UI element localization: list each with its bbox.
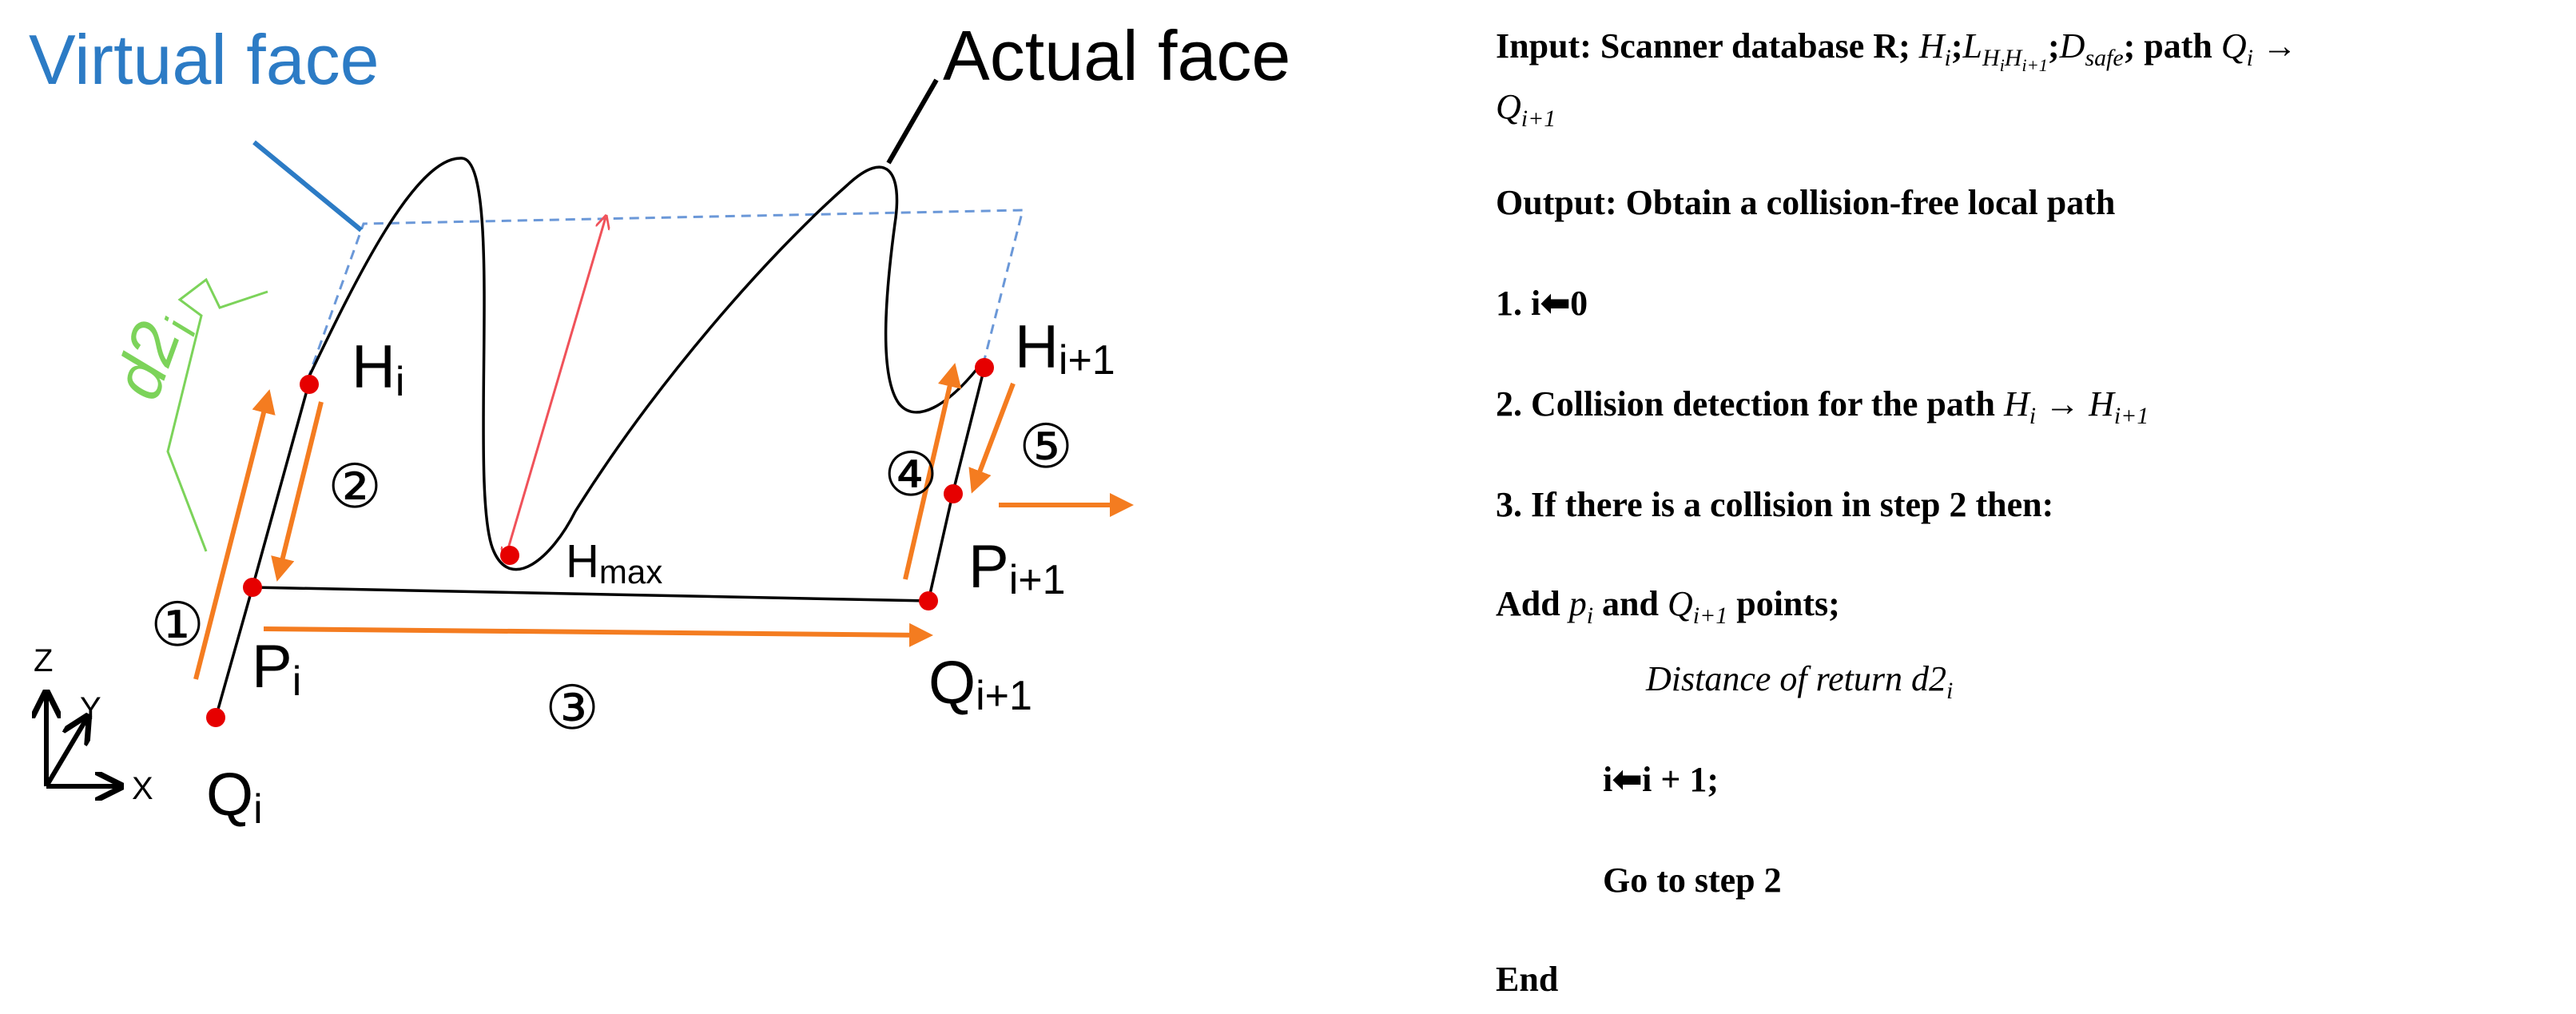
point-Q-i — [206, 708, 225, 727]
axis-y-label: Y — [80, 691, 101, 726]
algo-step3: 3. If there is a collision in step 2 the… — [1496, 485, 2054, 524]
d2i-brace — [166, 277, 268, 552]
H-max-label: Hmax — [566, 535, 662, 591]
algo-step1: 1. i⬅0 — [1496, 284, 1588, 323]
step2-marker: ② — [328, 451, 382, 522]
left-lower-line — [214, 587, 254, 718]
left-vertical-line — [251, 381, 311, 588]
H-i1-label: Hi+1 — [1015, 313, 1115, 384]
P-i-label: Pi — [252, 633, 301, 705]
algo-output: Output: Obtain a collision-free local pa… — [1496, 183, 2116, 222]
right-lower-line — [927, 491, 955, 602]
point-P-i1 — [944, 484, 963, 503]
axis-z-label: Z — [34, 643, 53, 678]
virtual-face-label: Virtual face — [29, 20, 380, 99]
arrow-step2 — [271, 401, 324, 582]
algo-step2: 2. Collision detection for the path Hi →… — [1496, 384, 2149, 429]
algo-input-cont: Qi+1 — [1496, 87, 1556, 132]
algo-distance: Distance of return d2i — [1646, 659, 1954, 704]
step1-marker: ① — [150, 589, 205, 660]
axis-x-label: X — [132, 771, 153, 806]
algo-goto: Go to step 2 — [1603, 861, 1782, 900]
algorithm-panel: Input: Scanner database R; Hi;LHiHi+1;Ds… — [1496, 19, 2566, 1002]
virtual-face-pointer — [252, 140, 363, 233]
right-vertical-line — [952, 367, 986, 492]
path-diagram: Virtual face Actual face d2i Hi Pi Qi Hm… — [29, 16, 1290, 833]
step5-marker: ⑤ — [1019, 411, 1073, 482]
virtual-face-plane — [306, 209, 1024, 380]
point-Q-i1 — [919, 591, 938, 610]
P-i1-label: Pi+1 — [968, 533, 1066, 603]
algo-add-points: Add pi and Qi+1 points; — [1496, 584, 1840, 629]
arrow-step1 — [193, 389, 276, 680]
Q-i-label: Qi — [206, 761, 263, 833]
Q-i1-label: Qi+1 — [928, 649, 1032, 719]
arrow-step5 — [968, 382, 1016, 494]
axis-glyph — [46, 695, 118, 786]
point-H-i — [300, 375, 319, 394]
bottom-horizontal-line — [252, 586, 929, 602]
point-H-max — [500, 546, 519, 565]
step4-marker: ④ — [884, 439, 938, 510]
arrow-step4 — [903, 363, 962, 580]
arrow-step3 — [263, 622, 933, 647]
actual-face-pointer — [886, 78, 939, 165]
height-arrow — [505, 217, 606, 559]
point-H-i1 — [975, 358, 994, 377]
algo-increment: i⬅i + 1; — [1603, 760, 1719, 799]
actual-face-curve — [306, 157, 986, 571]
point-P-i — [243, 578, 262, 597]
H-i-label: Hi — [352, 333, 404, 405]
actual-face-label: Actual face — [943, 16, 1290, 95]
algo-input: Input: Scanner database R; Hi;LHiHi+1;Ds… — [1496, 26, 2297, 75]
algo-end: End — [1496, 960, 1559, 999]
step3-marker: ③ — [545, 672, 599, 743]
